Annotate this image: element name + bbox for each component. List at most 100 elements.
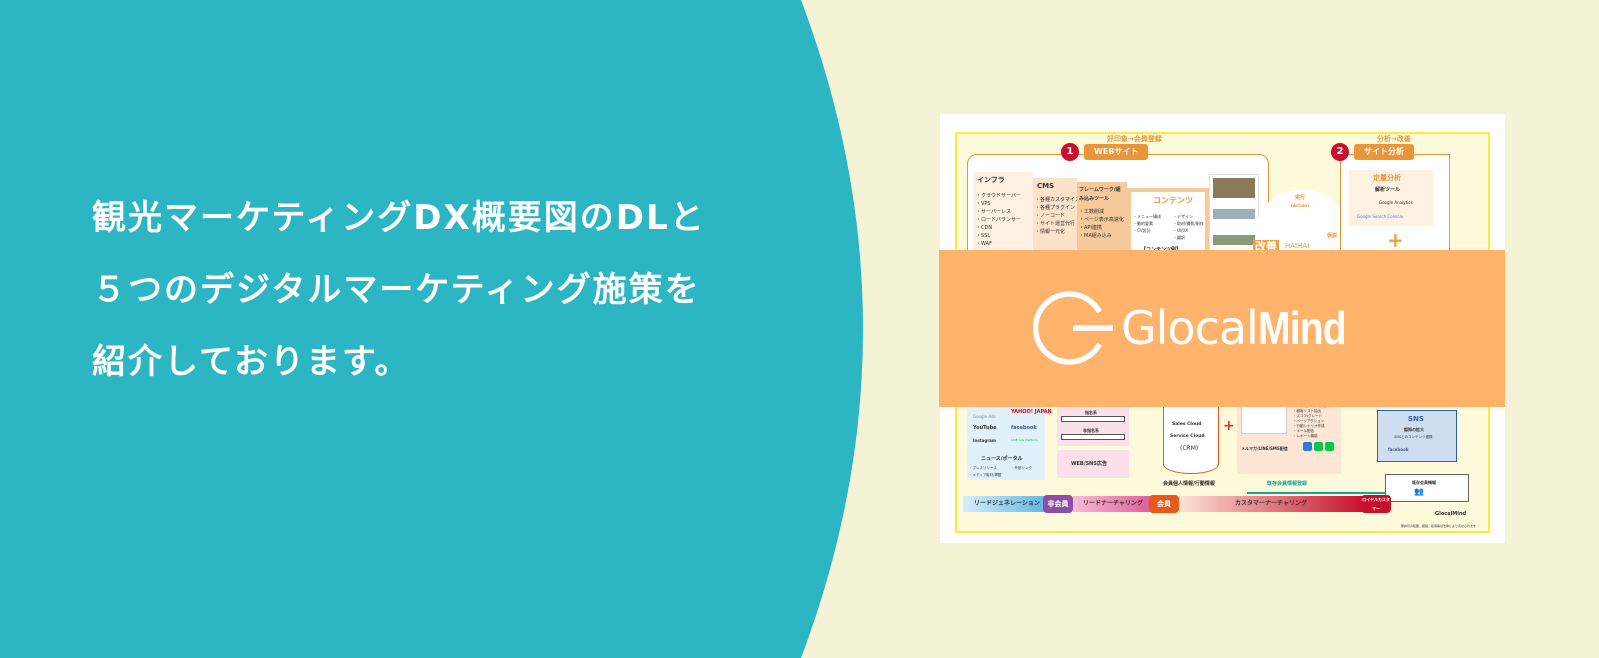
line-ads-label: LINE Ads Platform [1011,438,1038,442]
line-icon [1314,442,1323,451]
pardot-panel: ・LP作成/フォーム制作 ・顧客リスト抽出 ・スコア/グレード ・ページアクショ… [1237,396,1341,474]
funnel-stage-label: リードナーチャリング [1083,500,1143,507]
funnel-stage-label: カスタマーナーチャリング [1235,500,1307,507]
infra-item: ・WAF [976,241,992,247]
sms-icon [1325,442,1334,451]
facebook-label: facebook [1011,425,1037,431]
infra-item: ・ロードバランサー [976,217,1022,223]
sns-subtitle: 認知の拡大 [1404,427,1424,432]
website-tag: WEBサイト [1084,144,1149,160]
funnel-lead-nurturing: リードナーチャリング [1073,496,1153,512]
pill-member: 会員 [1149,495,1179,513]
contents-item: ・取材/撮影/制作 [1173,221,1204,226]
website-screenshot [1209,174,1259,262]
messaging-label: メルマガ/LINE/SMS配信 [1241,446,1288,451]
contents-item: ・CV設計 [1133,228,1151,233]
pardot-item: ・メール配信 [1293,429,1314,433]
framework-item: ・MA組み込み [1079,233,1112,239]
pill-non-member: 非会員 [1043,495,1073,513]
search-console-label: Google Search Console [1357,214,1404,219]
members-icon: 👥 [1414,487,1424,496]
facebook-label: facebook [1388,447,1409,452]
headline-line-2: ５つのデジタルマーケティング施策を [92,270,701,310]
framework-panel: フレームワーク/組み込みツール ・工数削減 ・ページ表示高速化 ・API連携 ・… [1077,182,1127,262]
google-ads-label: Google Ads [973,414,996,419]
existing-member-label: 既存会員情報 [1412,480,1436,485]
nonbranded-search-label: 非指名系 [1083,428,1099,433]
pardot-item: ・ページアクション [1293,419,1325,423]
quant-analysis-panel: 定量分析 解析ツール Google Analytics Google Searc… [1349,170,1433,226]
logo-text-mind: Mind [1257,302,1347,354]
registration-arrow [1247,492,1387,494]
news-item: ・外部リンク [1011,466,1032,470]
footer-logo: GlocalMind [1435,511,1467,517]
pill-loyal-customer: ロイヤルカスタマー [1361,495,1391,513]
existing-registration-label: 既存会員情報登録 [1267,481,1308,487]
funnel-customer-nurturing: カスタマーナーチャリング [1179,496,1363,512]
member-info-label: 会員個人情報/行動情報 [1163,481,1215,487]
footer-note: 無許可の転載、複製、転用等は法律により罰せられます [1401,524,1476,528]
site-analysis-tag: サイト分析 [1354,144,1414,160]
cycle-action-en: (Action) [1291,203,1310,208]
sns-panel: SNS 認知の拡大 SNSとのコンテンツ連携 facebook [1377,410,1457,462]
news-panel: ニュース/ポータル ・プレスリリース ・外部リンク ・メディア取材/掲載 [967,452,1045,480]
cms-item: ・サイト運営代行 [1035,221,1076,227]
service-cloud-label: Service Cloud [1170,434,1205,439]
pardot-item: ・スコア/グレード [1293,414,1323,418]
infra-item: ・サーバーレス [976,209,1011,215]
cycle-brand: HAIHAI [1285,242,1310,250]
sns-desc: SNSとのコンテンツ連携 [1394,435,1433,439]
logo-text-glocal: Glocal [1121,301,1259,355]
crm-cylinder: Sales Cloud Service Cloud (CRM) [1163,396,1219,474]
website-subtitle: 好印象→会員登録 [1107,135,1162,143]
crm-label: (CRM) [1180,445,1199,452]
contents-item: ・メニュー構成 [1133,214,1161,219]
infra-item: ・SSL [976,233,991,239]
branded-search-label: 指名系 [1085,410,1097,415]
sns-title: SNS [1408,415,1424,423]
framework-item: ・工数削減 [1079,209,1105,215]
search-ads-panel: 指名系 非指名系 [1057,404,1129,446]
yahoo-label: YAHOO! JAPAN [1011,409,1052,415]
news-item: ・プレスリリース [969,466,997,470]
cms-item: ・各種プラグイン [1035,205,1076,211]
quant-tool-label: 解析ツール [1375,187,1401,193]
plus-icon: + [1387,228,1404,252]
plus-icon: + [1223,418,1235,434]
web-sns-ads-label: WEB/SNS広告 [1071,461,1107,467]
section-1-badge: 1 [1061,143,1079,161]
logo-wordmark: GlocalMind [1121,298,1361,358]
funnel-lead-generation: リードジェネレーション [963,496,1051,512]
infra-item: ・VPS [976,201,991,207]
existing-member-panel: 既存会員情報 👥 [1385,474,1469,502]
infra-panel: インフラ ・クラウドサーバー ・VPS ・サーバーレス ・ロードバランサー ・C… [973,172,1033,262]
logo-band: GlocalMind [939,250,1505,407]
glocalmind-g-icon [1033,291,1113,365]
pardot-item: ・レポート機能 [1293,434,1318,438]
infra-item: ・クラウドサーバー [976,193,1021,199]
google-analytics-label: Google Analytics [1379,200,1413,205]
news-item: ・メディア取材/掲載 [969,473,1002,477]
headline-line-1: 観光マーケティングDX概要図のDLと [92,198,706,238]
quant-title: 定量分析 [1373,174,1401,182]
instagram-label: Instagram [973,438,997,443]
contents-item: ・動的要素 [1133,221,1153,226]
headline: 観光マーケティングDX概要図のDLと ５つのデジタルマーケティング施策を 紹介し… [92,182,706,398]
cms-item: ・各種カスタマイズ [1035,197,1080,203]
web-sns-ads-panel: WEB/SNS広告 [1057,450,1129,478]
contents-item: ・UI/UX [1173,228,1189,233]
funnel-stage-label: リードジェネレーション [974,500,1040,507]
cms-item: ・ノーコード [1035,213,1066,219]
cms-panel: CMS ・各種カスタマイズ ・各種プラグイン ・ノーコード ・サイト運営代行 ・… [1033,178,1080,262]
infra-title: インフラ [977,176,1005,184]
contents-item: ・翻訳 [1173,235,1185,240]
cms-title: CMS [1037,182,1055,190]
section-2-badge: 2 [1331,143,1349,161]
cms-item: ・情報一元化 [1035,229,1066,235]
news-title: ニュース/ポータル [981,456,1023,462]
framework-title: フレームワーク/組み込みツール [1079,187,1121,202]
pardot-item: ・顧客リスト抽出 [1293,409,1321,413]
contents-title: コンテンツ [1153,196,1193,205]
